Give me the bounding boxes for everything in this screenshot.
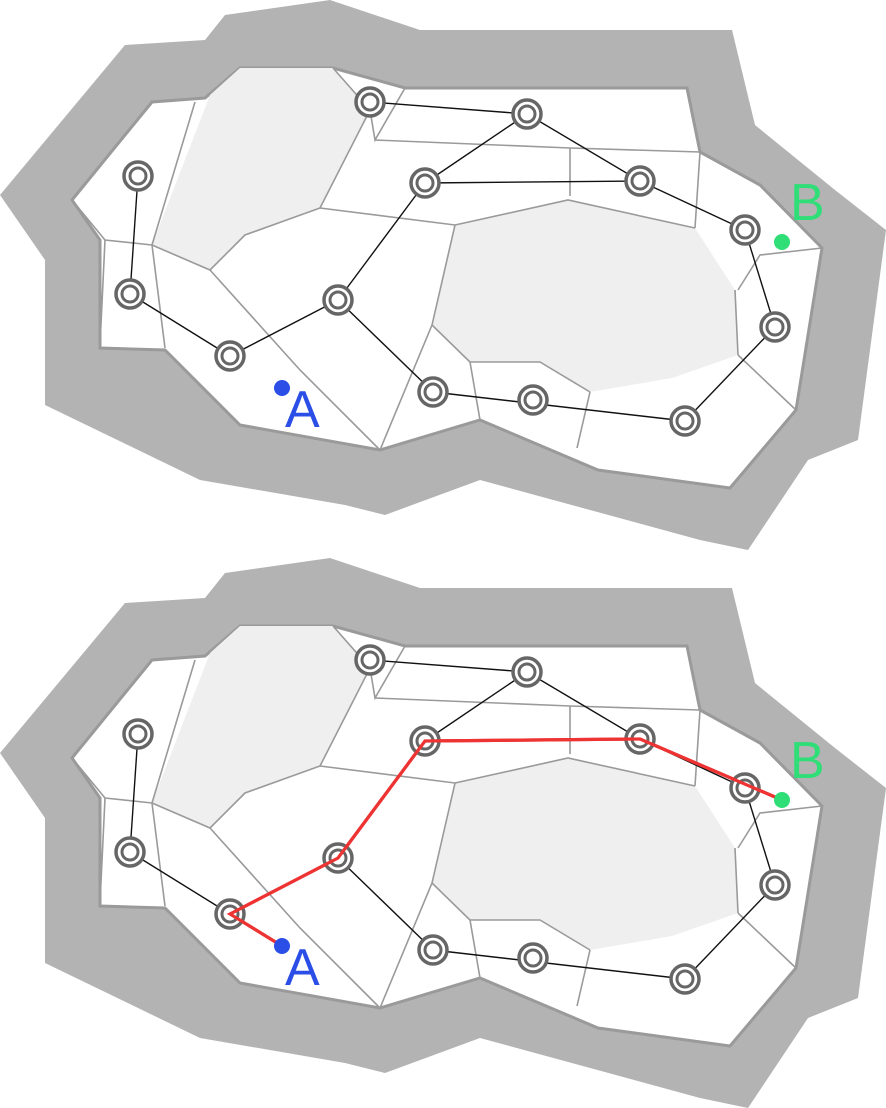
start-label: A [285, 939, 320, 997]
goal-point [774, 234, 790, 250]
node [511, 98, 543, 130]
goal-label: B [790, 732, 825, 790]
start-label: A [285, 381, 320, 439]
node [214, 340, 246, 372]
goal-point [774, 792, 790, 808]
node [517, 942, 549, 974]
start-point [274, 938, 290, 954]
node [511, 656, 543, 688]
node [669, 405, 701, 437]
start-point [274, 380, 290, 396]
node [354, 86, 386, 118]
node [417, 934, 449, 966]
node [122, 718, 154, 750]
node [729, 214, 761, 246]
node [409, 167, 441, 199]
node [114, 278, 146, 310]
path-line-overlay [226, 737, 783, 948]
node [417, 376, 449, 408]
node [517, 384, 549, 416]
node [759, 311, 791, 343]
node [669, 963, 701, 995]
node [354, 644, 386, 676]
panel-bottom: A B [0, 556, 886, 1108]
panel-top: A B [0, 0, 886, 552]
node [624, 165, 656, 197]
node [114, 836, 146, 868]
goal-label: B [790, 174, 825, 232]
node [322, 284, 354, 316]
node [759, 869, 791, 901]
node [122, 160, 154, 192]
